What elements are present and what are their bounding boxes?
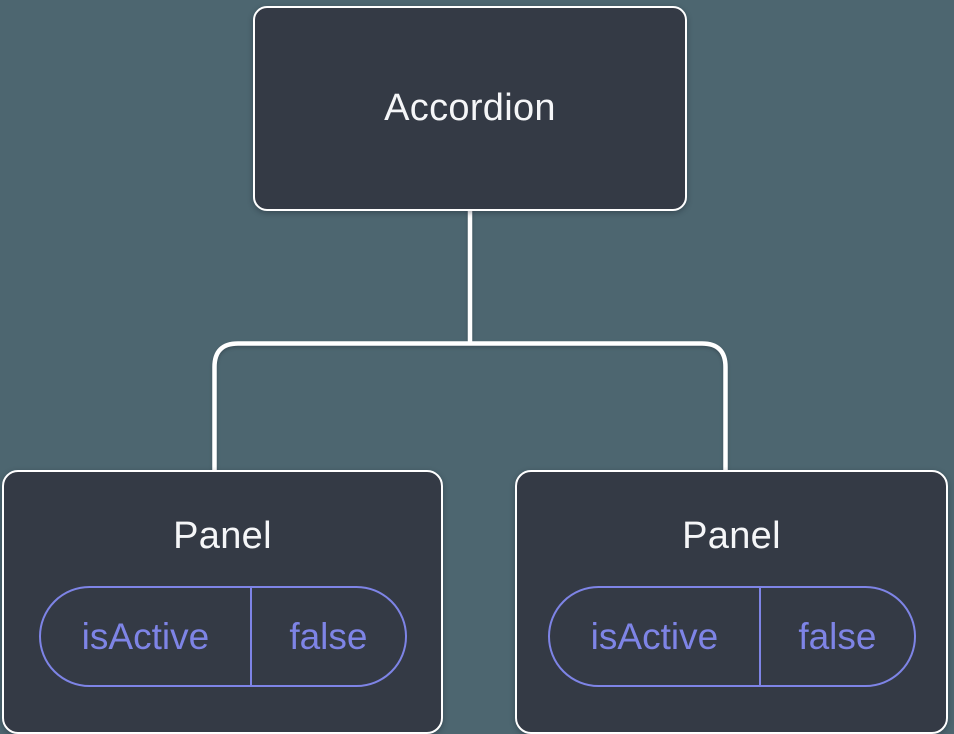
branch-bracket-line xyxy=(212,341,728,472)
node-panel-right: Panel isActive false xyxy=(515,470,948,734)
state-name-left: isActive xyxy=(41,587,253,685)
node-panel-left: Panel isActive false xyxy=(2,470,443,734)
state-value-left: false xyxy=(289,615,368,657)
state-pill-right: isActive false xyxy=(547,585,916,687)
state-pill-left: isActive false xyxy=(38,585,407,687)
node-panel-left-title: Panel xyxy=(173,515,272,557)
state-name-right: isActive xyxy=(550,587,762,685)
node-accordion: Accordion xyxy=(253,6,687,211)
state-value-right: false xyxy=(798,615,877,657)
node-panel-right-title: Panel xyxy=(682,515,781,557)
node-accordion-title: Accordion xyxy=(384,86,556,129)
